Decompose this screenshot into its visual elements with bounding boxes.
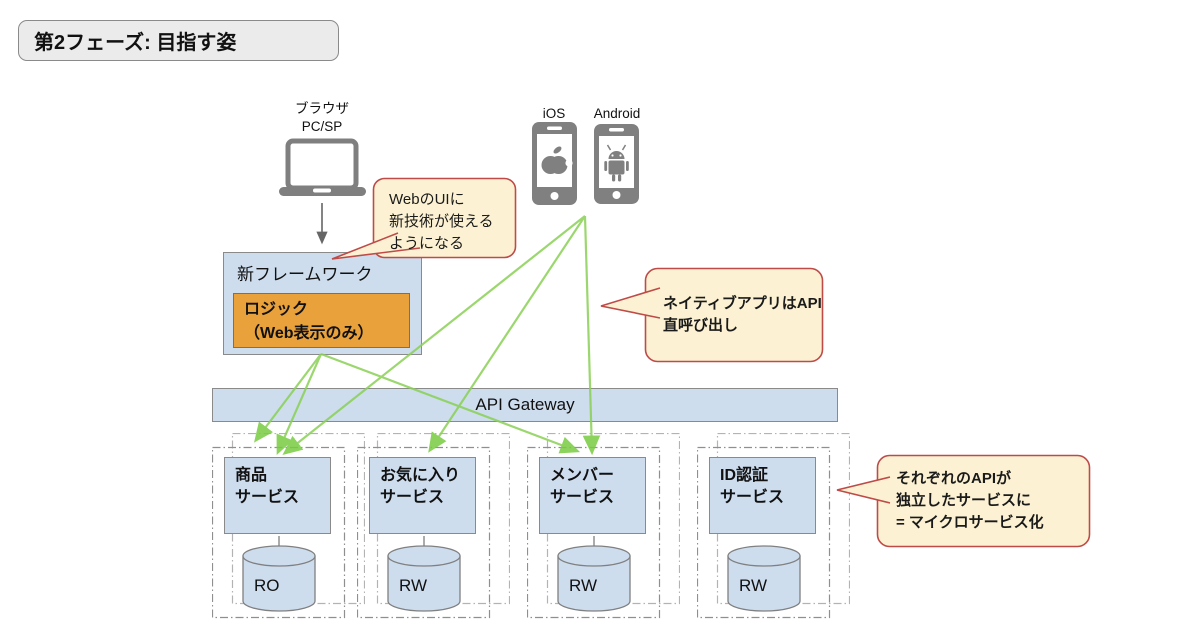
ios-label: iOS — [542, 106, 566, 121]
db-access-label: RW — [569, 576, 598, 595]
database-cylinder-icon — [727, 545, 801, 612]
service-group-frame — [527, 433, 680, 619]
logic-box: ロジック （Web表示のみ） — [233, 293, 410, 348]
database-cylinder-icon — [557, 545, 631, 612]
service-group-member: メンバー サービス RW — [527, 433, 680, 619]
api-gateway-bar: API Gateway — [212, 388, 838, 422]
service-group-idauth: ID認証 サービス RW — [697, 433, 850, 619]
apple-logo-icon — [541, 146, 573, 174]
database-cylinder-icon — [387, 545, 461, 612]
service-box: お気に入り サービス — [369, 457, 476, 534]
database-cylinder-icon — [242, 545, 316, 612]
page-title: 第2フェーズ: 目指す姿 — [18, 20, 339, 61]
api-gateway-label: API Gateway — [475, 395, 575, 414]
db-access-label: RW — [739, 576, 768, 595]
browser-label: ブラウザ PC/SP — [295, 101, 349, 134]
android-phone-icon — [594, 124, 639, 204]
db-access-label: RW — [399, 576, 428, 595]
laptop-icon — [279, 138, 366, 196]
service-name: お気に入り サービス — [380, 467, 461, 507]
instance-front-frame — [697, 446, 831, 619]
service-group-product: 商品 サービス RO — [212, 433, 365, 619]
page-title-text: 第2フェーズ: 目指す姿 — [34, 32, 237, 54]
service-name: メンバー サービス — [550, 467, 615, 507]
service-group-frame — [697, 433, 850, 619]
android-robot-icon — [604, 144, 629, 182]
service-box: 商品 サービス — [224, 457, 331, 534]
android-label: Android — [593, 106, 641, 121]
service-box: ID認証 サービス — [709, 457, 816, 534]
framework-title: 新フレームワーク — [237, 265, 373, 284]
callout-native-app-text: ネイティブアプリはAPI 直呼び出し — [663, 295, 822, 335]
service-box: メンバー サービス — [539, 457, 646, 534]
db-access-label: RO — [254, 576, 280, 595]
service-group-favorite: お気に入り サービス RW — [357, 433, 510, 619]
service-name: ID認証 サービス — [720, 467, 785, 507]
callout-web-ui-text: WebのUIに 新技術が使える ようになる — [389, 191, 494, 253]
callout-microservice-text: それぞれのAPIが 独立したサービスに = マイクロサービス化 — [896, 470, 1044, 532]
iphone-icon — [532, 122, 577, 205]
service-name: 商品 サービス — [235, 467, 300, 507]
